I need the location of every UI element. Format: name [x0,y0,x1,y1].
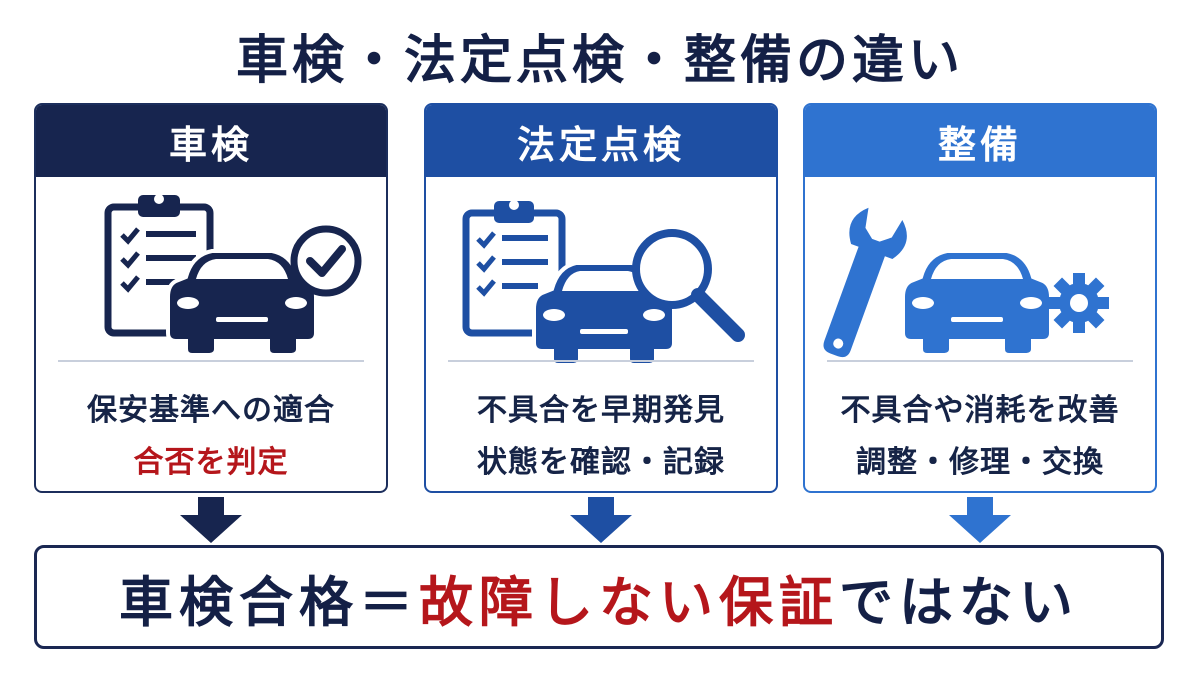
card-highlight: 合否を判定 [133,445,289,480]
card-inspection: 法定点検 不具合を早期発見 状態を確認・記録 [424,103,778,493]
card-description-2: 状態を確認・記録 [477,445,725,480]
card-divider [448,360,754,362]
card-shaken: 車検 保安基準への適合 合否を判定 [34,103,388,493]
wrench-car-gear-icon [823,207,1109,358]
arrow-down-icon [180,497,242,543]
arrow-down-icon [570,497,632,543]
conclusion-box: 車検合格＝ 故障しない保証 ではない [34,545,1164,649]
page-title: 車検・法定点検・整備の違い [235,31,964,91]
clipboard-car-magnifier-icon [462,200,745,367]
card-header-shaken: 車検 [36,105,386,177]
card-divider [58,360,364,362]
card-description: 保安基準への適合 [87,393,335,428]
conclusion-part3: ではない [839,570,1079,634]
card-description: 不具合や消耗を改善 [840,393,1120,428]
arrow-down-icon [949,497,1011,543]
card-description-2: 調整・修理・交換 [856,445,1104,480]
clipboard-car-check-icon [104,194,362,357]
card-description: 不具合を早期発見 [477,393,725,428]
conclusion-emphasis: 故障しない保証 [419,570,839,634]
conclusion-part1: 車検合格＝ [119,570,419,634]
card-header-inspection: 法定点検 [426,105,776,177]
card-header-maintenance: 整備 [805,105,1155,177]
card-maintenance: 整備 不具合や消耗を改善 調整・修理・交換 [803,103,1157,493]
card-divider [827,360,1133,362]
